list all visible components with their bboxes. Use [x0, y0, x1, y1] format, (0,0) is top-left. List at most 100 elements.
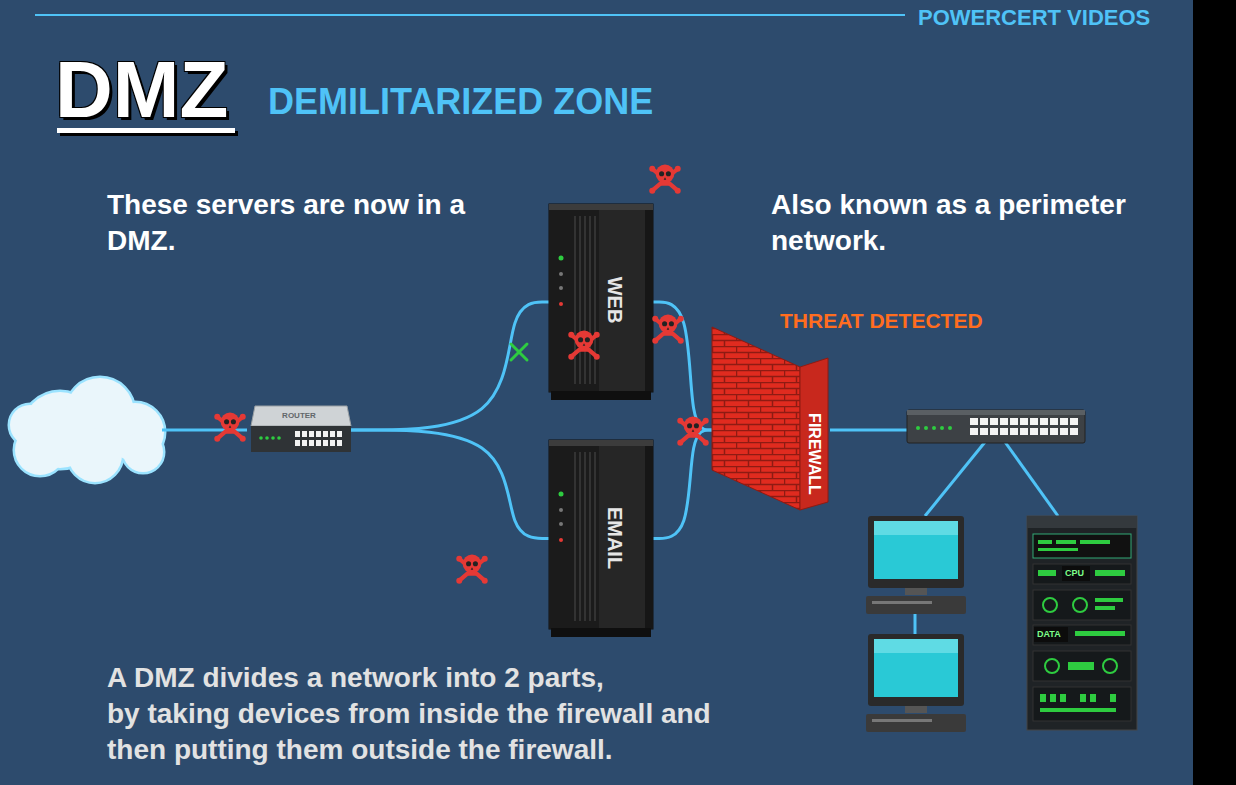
- drawing-part: [1033, 590, 1131, 620]
- drawing-part: [970, 428, 978, 435]
- drawing-part: [1060, 694, 1066, 702]
- channel-watermark: POWERCERT VIDEOS: [918, 5, 1150, 31]
- drawing-part: [980, 418, 988, 425]
- drawing-part: [1045, 659, 1059, 673]
- drawing-part: [990, 418, 998, 425]
- drawing-part: [574, 216, 576, 384]
- drawing-part: [1038, 570, 1056, 576]
- main-title: DMZ: [55, 50, 228, 130]
- drawing-part: [712, 327, 800, 510]
- drawing-part: [914, 614, 917, 634]
- drawing-part: [277, 436, 281, 440]
- threat-skull: [677, 416, 708, 445]
- drawing-part: [1005, 442, 1058, 516]
- drawing-part: [1033, 687, 1131, 721]
- drawing-part: [337, 431, 342, 437]
- note-text: These servers are now in a DMZ.: [107, 187, 502, 259]
- drawing-part: [905, 706, 927, 713]
- drawing-part: [10, 378, 164, 482]
- drawing-part: [1040, 694, 1116, 712]
- server-tower: WEB: [549, 204, 653, 400]
- firewall-wall: FIREWALL: [712, 322, 830, 512]
- drawing-part: [1020, 428, 1028, 435]
- drawing-part: [559, 256, 564, 261]
- subtitle: DEMILITARIZED ZONE: [268, 80, 653, 123]
- drawing-part: [1040, 708, 1116, 712]
- drawing-part: [1040, 694, 1046, 702]
- drawing-part: [868, 516, 964, 588]
- drawing-part: [866, 714, 966, 732]
- drawing-part: [559, 522, 563, 526]
- drawing-part: [302, 431, 307, 437]
- caption-line: A DMZ divides a network into 2 parts,: [107, 660, 604, 696]
- drawing-part: [68, 428, 122, 482]
- drawing-part: [1010, 428, 1018, 435]
- threat-skull: [652, 314, 683, 343]
- drawing-part: [295, 431, 300, 437]
- drawing-part: [1080, 694, 1086, 702]
- drawing-part: [1010, 418, 1018, 425]
- drawing-part: [907, 410, 1085, 443]
- drawing-part: [1033, 625, 1131, 645]
- drawing-part: [68, 428, 122, 482]
- server-tower: EMAIL: [549, 440, 653, 637]
- drawing-part: [645, 446, 653, 629]
- drawing-part: [259, 436, 263, 440]
- node-label: EMAIL: [605, 507, 625, 569]
- drawing-part: [1095, 606, 1115, 610]
- drawing-part: [559, 272, 563, 276]
- drawing-part: [925, 442, 985, 516]
- side-bar: [1193, 0, 1236, 785]
- drawing-part: [1060, 428, 1068, 435]
- drawing-part: [907, 410, 1085, 415]
- drawing-part: [1033, 564, 1131, 584]
- router-device: ROUTER: [247, 404, 351, 456]
- drawing-part: [330, 440, 335, 446]
- drawing-part: [1050, 694, 1056, 702]
- drawing-part: [123, 432, 163, 472]
- drawing-part: [259, 436, 281, 440]
- drawing-part: [1075, 631, 1125, 636]
- drawing-part: [10, 405, 50, 445]
- network-switch: [907, 410, 1085, 443]
- drawing-part: [584, 452, 586, 621]
- drawing-part: [990, 428, 998, 435]
- caption-line: by taking devices from inside the firewa…: [107, 696, 747, 768]
- drawing-part: [970, 418, 978, 425]
- drawing-part: [251, 406, 351, 426]
- drawing-part: [1033, 534, 1131, 558]
- drawing-part: [559, 302, 563, 306]
- drawing-part: [1033, 651, 1131, 681]
- drawing-part: [645, 210, 653, 392]
- drawing-part: [511, 344, 527, 360]
- drawing-part: [549, 204, 653, 210]
- drawing-part: [559, 492, 564, 497]
- drawing-part: [1062, 566, 1090, 581]
- drawing-part: [559, 508, 563, 512]
- drawing-part: [551, 628, 651, 637]
- header-rule: [35, 14, 905, 16]
- drawing-part: [1043, 598, 1057, 612]
- server-rack: [1027, 516, 1137, 730]
- drawing-part: [866, 596, 966, 614]
- drawing-part: [549, 204, 599, 392]
- threat-skull: [568, 330, 599, 359]
- drawing-part: [1040, 418, 1048, 425]
- drawing-part: [940, 426, 944, 430]
- drawing-part: [1027, 516, 1137, 730]
- note-text: Also known as a perimeter network.: [771, 187, 1171, 259]
- drawing-part: [337, 440, 342, 446]
- drawing-part: [549, 440, 653, 446]
- node-label: FIREWALL: [806, 413, 822, 495]
- server-tower-art: [549, 204, 653, 400]
- drawing-part: [1045, 659, 1117, 673]
- drawing-part: [323, 431, 328, 437]
- drawing-part: [1034, 627, 1068, 642]
- threat-skull: [649, 164, 680, 193]
- alert-text: THREAT DETECTED: [780, 308, 983, 333]
- drawing-part: [1038, 540, 1052, 544]
- drawing-part: [559, 538, 563, 542]
- drawing-part: [574, 452, 576, 621]
- drawing-part: [872, 601, 932, 604]
